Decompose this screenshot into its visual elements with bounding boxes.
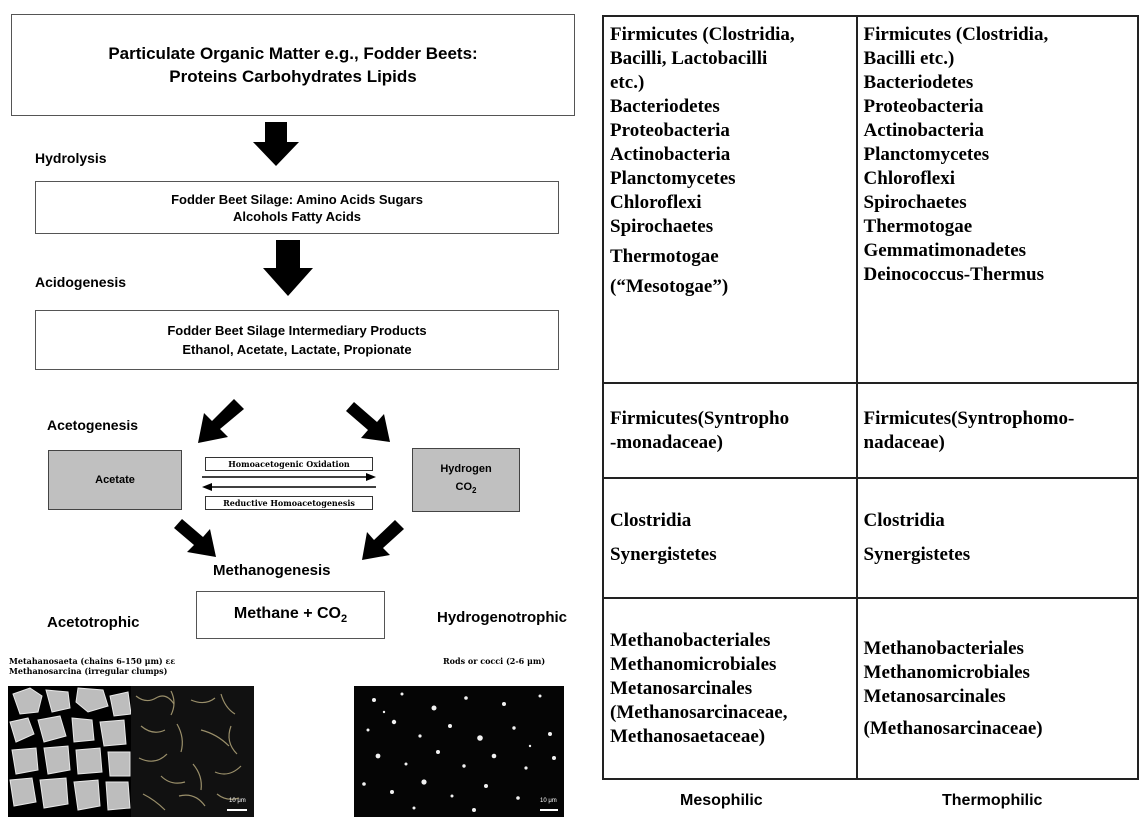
acetotrophic-organisms-note: Metahanosaeta (chains 6-150 μm) εε Metha… <box>9 656 176 676</box>
acidogenesis-label: Acidogenesis <box>35 274 127 290</box>
methane-box: Methane + CO2 <box>196 591 385 639</box>
thermophilic-cell-row3: Clostridia Synergistetes <box>855 477 1139 599</box>
exchange-arrows <box>202 473 376 491</box>
thermophilic-column-label: Thermophilic <box>942 792 1043 809</box>
down-arrow-1 <box>253 122 299 166</box>
reductive-homoacetogenesis-label: Reductive Homoacetogenesis <box>205 496 373 510</box>
mesophilic-cell-row1: Firmicutes (Clostridia, Bacilli, Lactoba… <box>602 15 858 384</box>
down-arrow-2 <box>263 240 313 296</box>
methanosarcina-micrograph <box>8 686 131 817</box>
thermophilic-cell-row1: Firmicutes (Clostridia, Bacilli etc.) Ba… <box>855 15 1139 384</box>
acetate-label: Acetate <box>95 474 135 486</box>
mesophilic-cell-row3: Clostridia Synergistetes <box>602 477 858 599</box>
hydrogen-co2-box: Hydrogen CO2 <box>412 448 520 512</box>
co2-label: CO2 <box>455 480 477 496</box>
table-row: Methanobacteriales Methanomicrobiales Me… <box>602 597 1139 780</box>
intermediary-products-box: Fodder Beet Silage Intermediary Products… <box>35 310 559 370</box>
hydrogenotrophic-label: Hydrogenotrophic <box>437 609 567 626</box>
acetotrophic-label: Acetotrophic <box>47 614 140 631</box>
thermophilic-cell-row2: Firmicutes(Syntrophomo- nadaceae) <box>855 382 1139 479</box>
silage-line2: Alcohols Fatty Acids <box>232 208 362 224</box>
scale-bar-left-label: 10 μm <box>229 798 246 804</box>
mesophilic-column-label: Mesophilic <box>680 792 763 809</box>
methanosaeta-micrograph: 10 μm <box>131 686 254 817</box>
hydrogenotrophic-organisms-note: Rods or cocci (2-6 μm) <box>443 656 546 666</box>
arrow-hydrogen-to-methane <box>362 520 404 560</box>
mesophilic-cell-row4: Methanobacteriales Methanomicrobiales Me… <box>602 597 858 780</box>
methanogenesis-label: Methanogenesis <box>213 562 331 579</box>
table-row: Firmicutes (Clostridia, Bacilli, Lactoba… <box>602 15 1139 384</box>
table-row: Firmicutes(Syntropho -monadaceae) Firmic… <box>602 382 1139 479</box>
table-row: Clostridia Synergistetes Clostridia Syne… <box>602 477 1139 599</box>
organic-matter-line2: Proteins Carbohydrates Lipids <box>169 67 417 86</box>
organic-matter-box: Particulate Organic Matter e.g., Fodder … <box>11 14 575 116</box>
acetogenesis-label: Acetogenesis <box>47 417 139 433</box>
silage-line1: Fodder Beet Silage: Amino Acids Sugars <box>171 191 423 207</box>
scale-bar-right-label: 10 μm <box>540 798 557 804</box>
silage-box: Fodder Beet Silage: Amino Acids Sugars A… <box>35 181 559 234</box>
arrow-to-acetate <box>198 399 244 443</box>
arrow-acetate-to-methane <box>174 519 216 557</box>
hydrolysis-label: Hydrolysis <box>35 150 107 166</box>
hydrogenotroph-micrograph: 10 μm <box>354 686 564 817</box>
mesophilic-cell-row2: Firmicutes(Syntropho -monadaceae) <box>602 382 858 479</box>
intermediary-line2: Ethanol, Acetate, Lactate, Propionate <box>182 342 412 357</box>
arrow-to-hydrogen <box>346 402 390 442</box>
organic-matter-line1: Particulate Organic Matter e.g., Fodder … <box>108 44 478 63</box>
homoacetogenic-oxidation-label: Homoacetogenic Oxidation <box>205 457 373 471</box>
acetate-box: Acetate <box>48 450 182 510</box>
taxonomy-table: Firmicutes (Clostridia, Bacilli, Lactoba… <box>602 15 1139 780</box>
hydrogen-label: Hydrogen <box>440 462 492 475</box>
methane-co2-label: Methane + CO2 <box>233 604 348 626</box>
intermediary-line1: Fodder Beet Silage Intermediary Products <box>167 323 427 338</box>
thermophilic-cell-row4: Methanobacteriales Methanomicrobiales Me… <box>855 597 1139 780</box>
